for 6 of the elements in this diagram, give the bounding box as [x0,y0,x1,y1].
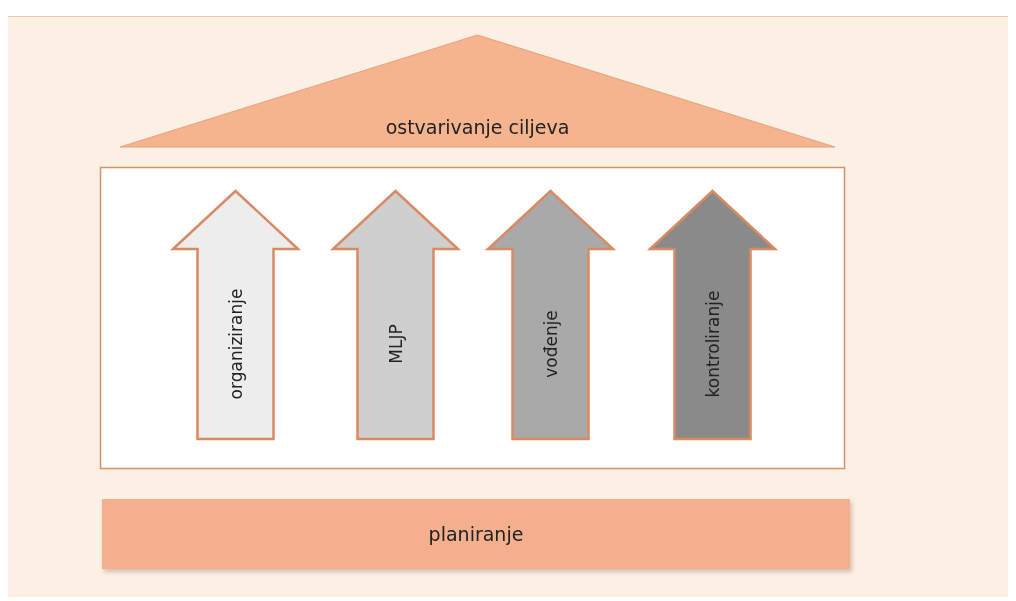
bar-label: planiranje [428,523,524,545]
roof-label: ostvarivanje ciljeva [385,115,570,138]
arrow-label: organiziranje [225,288,246,400]
arrow-label: MLJP [385,324,406,364]
arrow-label: vođenje [540,310,561,378]
arrow-label: kontroliranje [702,290,723,398]
